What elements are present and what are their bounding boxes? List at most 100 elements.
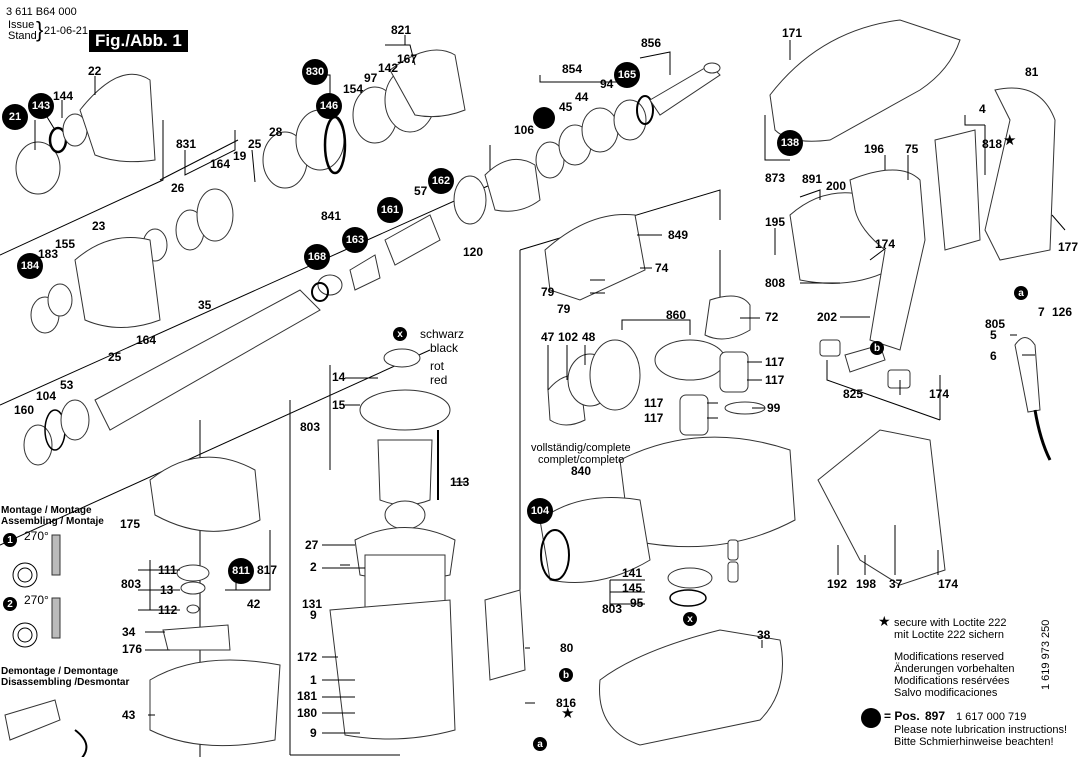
pos-number: 897 — [925, 709, 946, 723]
brush-parts — [149, 456, 281, 747]
part-label: 6 — [990, 349, 997, 363]
part-label: 45 — [559, 100, 573, 114]
hammer-parts — [311, 62, 721, 302]
part-label: 808 — [765, 276, 786, 290]
part-label: 94 — [600, 77, 614, 91]
part-label: 80 — [560, 641, 574, 655]
part-label: 15 — [332, 398, 346, 412]
lubrication-note-en: Please note lubrication instructions! — [894, 724, 1068, 736]
switch-parts — [484, 429, 946, 681]
angle-label: 270° — [24, 593, 49, 607]
loctite-note-en: secure with Loctite 222 — [894, 617, 1007, 629]
part-label: 43 — [122, 708, 136, 722]
part-label: 183 — [38, 247, 59, 261]
demontage-title-2: Disassembling /Desmontar — [1, 677, 130, 688]
part-label: 9 — [310, 608, 317, 622]
lubrication-marker: 161 — [377, 197, 403, 223]
part-label: 106 — [514, 123, 535, 137]
part-label: 141 — [622, 566, 643, 580]
part-label: 155 — [55, 237, 76, 251]
part-label: 81 — [1025, 65, 1039, 79]
part-label: 840 — [571, 464, 592, 478]
star-icon: ★ — [878, 613, 891, 629]
lubrication-marker: 143 — [28, 93, 54, 119]
step-2-marker: 2 — [3, 597, 17, 611]
star-icon: ★ — [1003, 132, 1017, 149]
part-label: 27 — [305, 538, 319, 552]
part-label: 25 — [108, 350, 122, 364]
lubrication-marker: 162 — [428, 168, 454, 194]
part-label: 75 — [905, 142, 919, 156]
part-label: 79 — [541, 285, 555, 299]
complete-note-line2: complet/completo — [538, 454, 625, 466]
part-label: 79 — [557, 302, 571, 316]
part-label: 44 — [575, 90, 589, 104]
part-label: 26 — [171, 181, 185, 195]
part-label: 174 — [938, 577, 959, 591]
connector-marker-x: x — [683, 612, 697, 626]
part-label: 164 — [136, 333, 157, 347]
part-label: 42 — [247, 597, 261, 611]
bottom-cover-part — [599, 629, 783, 746]
part-label: 803 — [602, 602, 623, 616]
part-label: 175 — [120, 517, 141, 531]
stand-label: Stand — [8, 30, 37, 42]
part-label: 825 — [843, 387, 864, 401]
part-label: 9 — [310, 726, 317, 740]
lubrication-marker: 138 — [777, 130, 803, 156]
part-label: 112 — [158, 603, 178, 617]
part-label: 5 — [990, 328, 997, 342]
part-label: 167 — [397, 52, 418, 66]
connector-marker-b: b — [559, 668, 573, 682]
part-label: 48 — [582, 330, 596, 344]
modifications-de: Änderungen vorbehalten — [894, 663, 1015, 675]
part-label: 117 — [644, 396, 664, 410]
part-label: 200 — [826, 179, 847, 193]
part-label: 854 — [562, 62, 583, 76]
connector-marker-x: x — [393, 327, 407, 341]
part-label: 856 — [641, 36, 662, 50]
part-label: 117 — [765, 373, 785, 387]
lubrication-marker: 104 — [527, 498, 553, 524]
pos-eq: = Pos. — [884, 709, 920, 723]
complete-note-line1: vollständig/complete — [531, 442, 631, 454]
part-label: 74 — [655, 261, 669, 275]
brace: } — [36, 17, 44, 42]
part-label: 160 — [14, 403, 35, 417]
chuck-parts — [15, 49, 466, 334]
part-label: 104 — [36, 389, 57, 403]
part-label: 142 — [378, 61, 399, 75]
part-label: 145 — [622, 581, 643, 595]
cable-part — [1014, 337, 1052, 461]
montage-title-1: Montage / Montage — [1, 505, 92, 516]
part-label: 171 — [782, 26, 803, 40]
montage-title-2: Assembling / Montaje — [1, 516, 104, 527]
part-label: 126 — [1052, 305, 1073, 319]
part-label: 25 — [248, 137, 262, 151]
part-label: 57 — [414, 184, 428, 198]
part-label: 117 — [765, 355, 785, 369]
part-label: 816 — [556, 696, 577, 710]
part-label: 144 — [53, 89, 74, 103]
part-label: 164 — [210, 157, 231, 171]
spindle-part — [23, 289, 321, 466]
part-label: 34 — [122, 625, 136, 639]
bearing-red-en: red — [430, 373, 448, 387]
part-label: 7 — [1038, 305, 1045, 319]
lubrication-marker: 811 — [228, 558, 254, 584]
connector-marker-a: a — [1014, 286, 1028, 300]
part-label: 1 — [310, 673, 317, 687]
lubrication-marker: 146 — [316, 93, 342, 119]
part-label: 14 — [332, 370, 346, 384]
issue-date: 21-06-21 — [44, 25, 89, 37]
part-label: 47 — [541, 330, 555, 344]
part-label: 176 — [122, 642, 143, 656]
part-label: 102 — [558, 330, 579, 344]
part-label: 181 — [297, 689, 318, 703]
part-label: 818 — [982, 137, 1003, 151]
lubrication-marker: 165 — [614, 62, 640, 88]
part-label: 196 — [864, 142, 885, 156]
leader-lines — [34, 35, 1066, 734]
part-label: 53 — [60, 378, 74, 392]
